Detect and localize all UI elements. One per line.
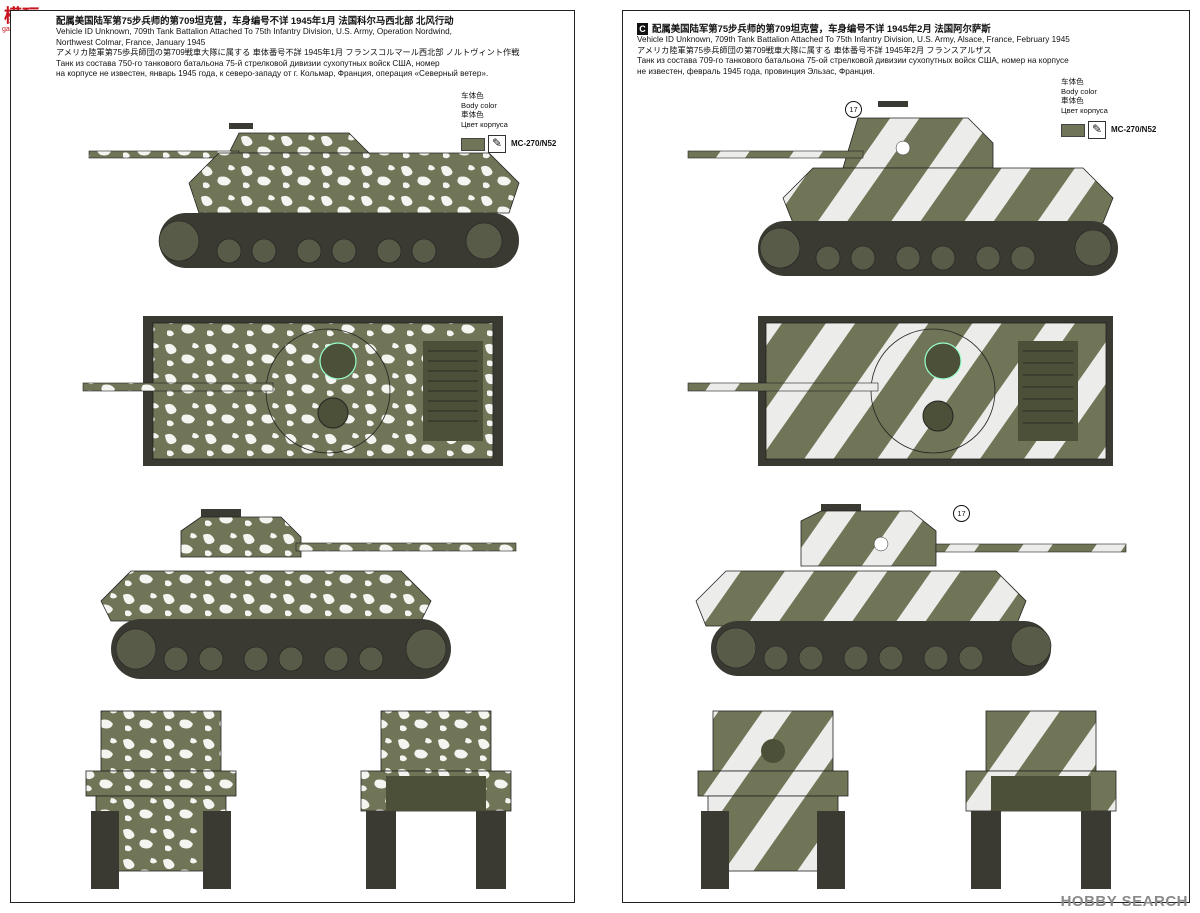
tank-c-left-side-view (687, 101, 1118, 276)
right-instruction-page: C 配属美国陆军第75步兵师的第709坦克营，车身编号不详 1945年2月 法国阿… (622, 10, 1190, 903)
right-heading-cn: 配属美国陆军第75步兵师的第709坦克营，车身编号不详 1945年2月 法国阿尔… (652, 23, 991, 34)
hobby-search-watermark: HOBBY SEARCH (1060, 893, 1188, 910)
paint-code: MC-270/N52 (511, 139, 557, 149)
tank-c-right-side-view (695, 504, 1127, 676)
left-heading: 配属美国陆军第75步兵师的第709坦克营，车身编号不详 1945年1月 法国科尔… (56, 15, 519, 80)
tank-left-rear-view (360, 710, 512, 889)
left-instruction-page: 配属美国陆军第75步兵师的第709坦克营，车身编号不详 1945年1月 法国科尔… (10, 10, 575, 903)
right-heading-jp: アメリカ陸軍第75歩兵師団の第709戦車大隊に属する 車体番号不詳 1945年2… (637, 45, 992, 55)
left-heading-ru-1: Танк из состава 750-го танкового батальо… (56, 58, 440, 68)
tank-c-rear-view (965, 710, 1117, 889)
tank-left-front-view (85, 710, 237, 889)
left-heading-ru-2: на корпусе не известен, январь 1945 года… (56, 69, 489, 79)
paint-label-en: Body color (1061, 86, 1097, 96)
right-heading-en: Vehicle ID Unknown, 709th Tank Battalion… (637, 35, 1070, 44)
paint-swatch (461, 137, 485, 151)
left-heading-en-1: Vehicle ID Unknown, 709th Tank Battalion… (56, 27, 452, 36)
paint-brush-icon: ✎ (1088, 121, 1106, 139)
callout-decal-17-side: 17 (845, 101, 862, 118)
right-heading-ru-1: Танк из состава 709-го танкового батальо… (637, 56, 1069, 66)
paint-code: MC-270/N52 (1111, 125, 1157, 135)
tank-left-side-view (88, 123, 520, 268)
paint-label-jp: 車体色 (461, 110, 484, 119)
paint-label-cn: 车体色 (461, 91, 484, 100)
tank-right-side-view (100, 509, 517, 679)
tank-left-top-view (82, 316, 503, 466)
paint-label-jp: 車体色 (1061, 96, 1084, 105)
paint-swatch (1061, 123, 1085, 137)
tank-c-front-view (697, 710, 849, 889)
right-heading-ru-2: не известен, февраль 1945 года, провинци… (637, 66, 875, 76)
scheme-marker: C (637, 23, 648, 35)
left-heading-cn: 配属美国陆军第75步兵师的第709坦克营，车身编号不详 1945年1月 法国科尔… (56, 15, 454, 26)
paint-label-en: Body color (461, 100, 497, 110)
left-heading-en-2: Northwest Colmar, France, January 1945 (56, 37, 206, 47)
left-heading-jp: アメリカ陸軍第75歩兵師団の第709戦車大隊に属する 車体番号不詳 1945年1… (56, 48, 520, 58)
paint-label-ru: Цвет корпуса (461, 119, 508, 129)
right-paint-legend: 车体色 Body color 車体色 Цвет корпуса ✎ MC-270… (1061, 77, 1156, 139)
paint-label-ru: Цвет корпуса (1061, 105, 1108, 115)
paint-brush-icon: ✎ (488, 135, 506, 153)
callout-decal-17-turret: 17 (953, 505, 970, 522)
left-paint-legend: 车体色 Body color 車体色 Цвет корпуса ✎ MC-270… (461, 91, 556, 153)
paint-label-cn: 车体色 (1061, 77, 1084, 86)
right-heading: C 配属美国陆军第75步兵师的第709坦克营，车身编号不详 1945年2月 法国阿… (637, 23, 1070, 77)
tank-c-top-view (687, 316, 1113, 466)
